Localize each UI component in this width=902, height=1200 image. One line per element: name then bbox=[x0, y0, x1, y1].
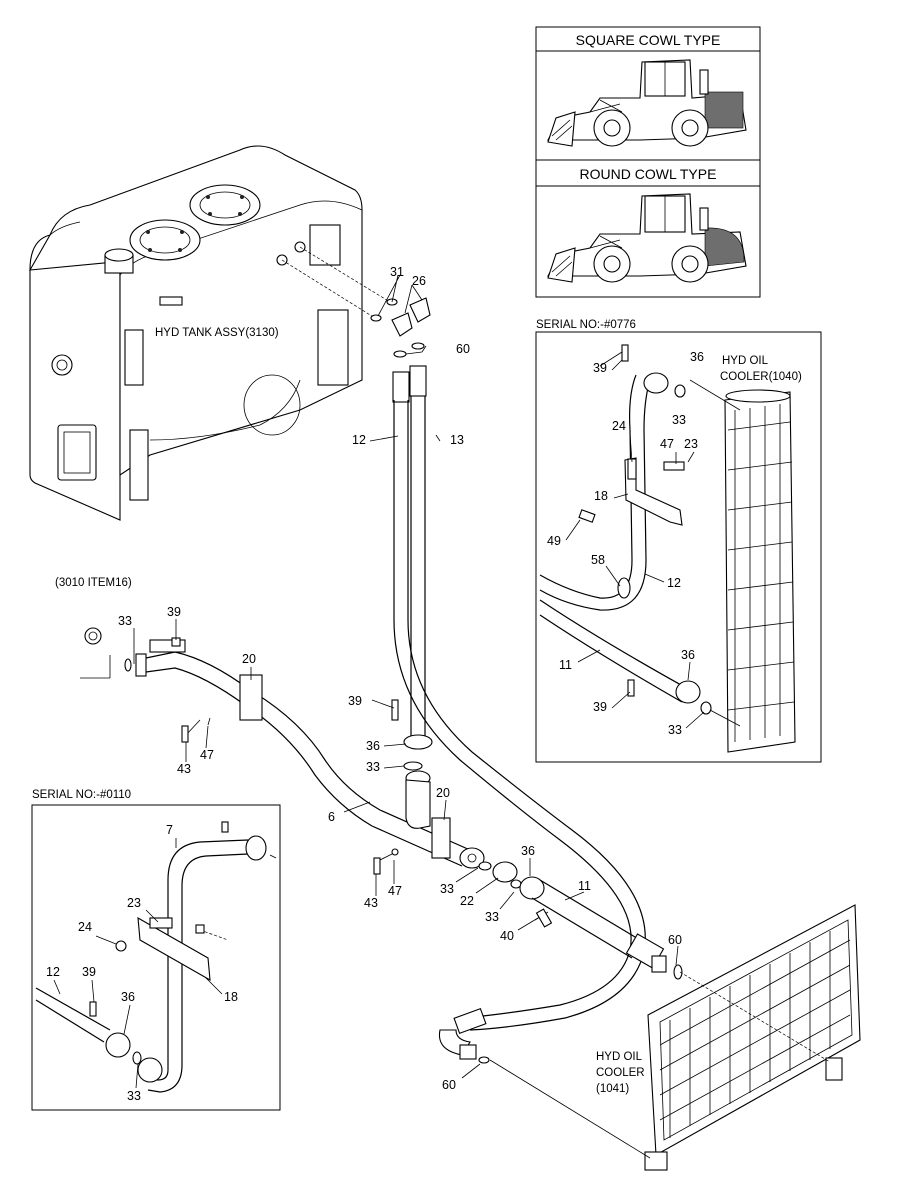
callout-12: 12 bbox=[46, 965, 60, 979]
callout-36: 36 bbox=[681, 648, 695, 662]
callout-33: 33 bbox=[366, 760, 380, 774]
callout-31: 31 bbox=[390, 265, 404, 279]
hyd-tank-assy bbox=[28, 145, 391, 521]
cowl-inset-frame bbox=[535, 26, 761, 298]
hyd-oil-cooler-1041 bbox=[489, 904, 861, 1171]
square-cowl-inset: SQUARE COWL TYPE ROUND COWL TYPE bbox=[535, 26, 761, 298]
callout-11: 11 bbox=[559, 658, 572, 672]
hyd-tank-label: HYD TANK ASSY(3130) bbox=[155, 327, 279, 339]
tube-6 bbox=[80, 627, 485, 875]
callout-12: 12 bbox=[667, 576, 681, 590]
callout-33: 33 bbox=[672, 413, 686, 427]
serial-0776-callouts: 39 36 33 24 47 23 18 49 58 12 11 36 39 3… bbox=[547, 350, 705, 737]
callout-47: 47 bbox=[660, 437, 674, 451]
callout-20: 20 bbox=[242, 652, 256, 666]
main-callouts: 31 26 60 12 13 33 39 20 47 43 39 36 33 6… bbox=[118, 265, 682, 1092]
callout-39: 39 bbox=[82, 965, 96, 979]
callout-60: 60 bbox=[668, 933, 682, 947]
cooler-1040-label-line1: HYD OIL bbox=[722, 355, 769, 367]
callout-12: 12 bbox=[352, 433, 366, 447]
callout-36: 36 bbox=[366, 739, 380, 753]
square-cowl-loader-illustration bbox=[547, 59, 747, 147]
main-leader-lines bbox=[133, 434, 679, 1079]
callout-18: 18 bbox=[224, 990, 238, 1004]
callout-39: 39 bbox=[593, 700, 607, 714]
square-cowl-title: SQUARE COWL TYPE bbox=[576, 32, 721, 48]
round-cowl-title: ROUND COWL TYPE bbox=[580, 166, 717, 182]
serial-0776-inset bbox=[535, 331, 822, 763]
serial-0110-callouts: 7 23 24 18 12 39 36 33 bbox=[46, 823, 238, 1103]
ref-3010-item16-label: (3010 ITEM16) bbox=[55, 577, 132, 589]
flange-connections bbox=[391, 699, 683, 980]
cooler-1041-label-line2: COOLER bbox=[596, 1067, 645, 1079]
serial-0110-label: SERIAL NO:-#0110 bbox=[32, 789, 131, 801]
serial-0110-inset bbox=[31, 804, 281, 1111]
hoses-12-13 bbox=[392, 365, 646, 1064]
callout-39: 39 bbox=[348, 694, 362, 708]
callout-43: 43 bbox=[364, 896, 378, 910]
callout-36: 36 bbox=[690, 350, 704, 364]
serial-0110-frame bbox=[31, 804, 281, 1111]
callout-43: 43 bbox=[177, 762, 191, 776]
round-cowl-loader-illustration bbox=[547, 193, 747, 283]
callout-39: 39 bbox=[167, 605, 181, 619]
callout-13: 13 bbox=[450, 433, 464, 447]
callout-39: 39 bbox=[593, 361, 607, 375]
callout-22: 22 bbox=[460, 894, 474, 908]
callout-7: 7 bbox=[166, 823, 173, 837]
callout-18: 18 bbox=[594, 489, 608, 503]
callout-33: 33 bbox=[118, 614, 132, 628]
callout-58: 58 bbox=[591, 553, 605, 567]
callout-40: 40 bbox=[500, 929, 514, 943]
callout-36: 36 bbox=[121, 990, 135, 1004]
callout-11: 11 bbox=[578, 879, 591, 893]
serial-0776-label: SERIAL NO:-#0776 bbox=[536, 319, 636, 331]
callout-33: 33 bbox=[127, 1089, 141, 1103]
cooler-1040-label-line2: COOLER(1040) bbox=[720, 371, 802, 383]
callout-6: 6 bbox=[328, 810, 335, 824]
callout-60: 60 bbox=[442, 1078, 456, 1092]
callout-36: 36 bbox=[521, 844, 535, 858]
callout-24: 24 bbox=[612, 419, 626, 433]
callout-60: 60 bbox=[456, 342, 470, 356]
callout-33: 33 bbox=[668, 723, 682, 737]
callout-47: 47 bbox=[200, 748, 214, 762]
callout-24: 24 bbox=[78, 920, 92, 934]
callout-26: 26 bbox=[412, 274, 426, 288]
cooler-1041-label-line3: (1041) bbox=[596, 1083, 629, 1095]
callout-33: 33 bbox=[440, 882, 454, 896]
serial-0776-frame bbox=[535, 331, 822, 763]
callout-23: 23 bbox=[127, 896, 141, 910]
elbow-fittings bbox=[370, 274, 431, 358]
callout-49: 49 bbox=[547, 534, 561, 548]
callout-47: 47 bbox=[388, 884, 402, 898]
cooler-1041-label-line1: HYD OIL bbox=[596, 1051, 643, 1063]
callout-20: 20 bbox=[436, 786, 450, 800]
callout-33: 33 bbox=[485, 910, 499, 924]
callout-23: 23 bbox=[684, 437, 698, 451]
